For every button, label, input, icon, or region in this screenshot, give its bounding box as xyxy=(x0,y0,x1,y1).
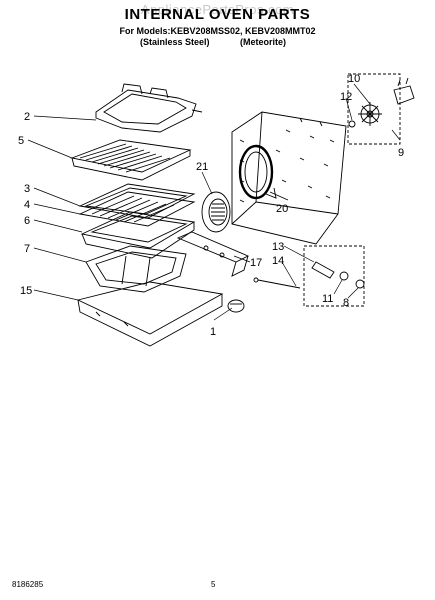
convection-fan-assembly xyxy=(347,73,415,145)
page-title: INTERNAL OVEN PARTS xyxy=(124,6,311,23)
callout-14: 14 xyxy=(272,255,284,267)
callout-9: 9 xyxy=(398,147,404,159)
oven-cavity xyxy=(231,111,347,245)
watermark: AppliancePartsPros.com xyxy=(140,2,295,17)
callout-5: 5 xyxy=(18,135,24,147)
finish-meteorite: (Meteorite) xyxy=(240,37,287,47)
oven-bottom-panel xyxy=(76,281,224,347)
document-number: 8186285 xyxy=(12,580,44,589)
leader-lines xyxy=(27,83,401,321)
callout-17: 17 xyxy=(250,257,262,269)
oven-rack xyxy=(70,139,192,181)
callout-2: 2 xyxy=(24,111,30,123)
convection-fan-cover xyxy=(201,191,231,233)
callout-15: 15 xyxy=(20,285,32,297)
broil-pan xyxy=(80,211,196,259)
lamp-sensor-assembly xyxy=(253,245,365,307)
page-number: 5 xyxy=(211,580,216,589)
callout-11: 11 xyxy=(322,293,333,305)
callout-20: 20 xyxy=(276,203,288,215)
callout-12: 12 xyxy=(340,91,352,103)
bake-element xyxy=(85,245,187,293)
fan-shroud xyxy=(238,144,277,200)
broil-pan-insert xyxy=(78,191,196,227)
oven-knob xyxy=(227,299,245,313)
callout-21: 21 xyxy=(196,161,208,173)
callout-7: 7 xyxy=(24,243,30,255)
callout-6: 6 xyxy=(24,215,30,227)
callout-1: 1 xyxy=(210,326,216,338)
model-numbers: For Models:KEBV208MSS02, KEBV208MMT02 xyxy=(119,26,316,36)
callout-3: 3 xyxy=(24,183,30,195)
callout-4: 4 xyxy=(24,199,30,211)
mounting-bracket xyxy=(176,231,250,277)
callout-8: 8 xyxy=(343,297,349,309)
finish-stainless: (Stainless Steel) xyxy=(140,37,210,47)
callout-10: 10 xyxy=(348,73,360,85)
callout-13: 13 xyxy=(272,241,284,253)
callout-numbers: 1 2 3 4 5 6 7 8 9 10 11 12 13 14 15 17 2… xyxy=(18,73,404,338)
broil-element xyxy=(95,83,203,133)
